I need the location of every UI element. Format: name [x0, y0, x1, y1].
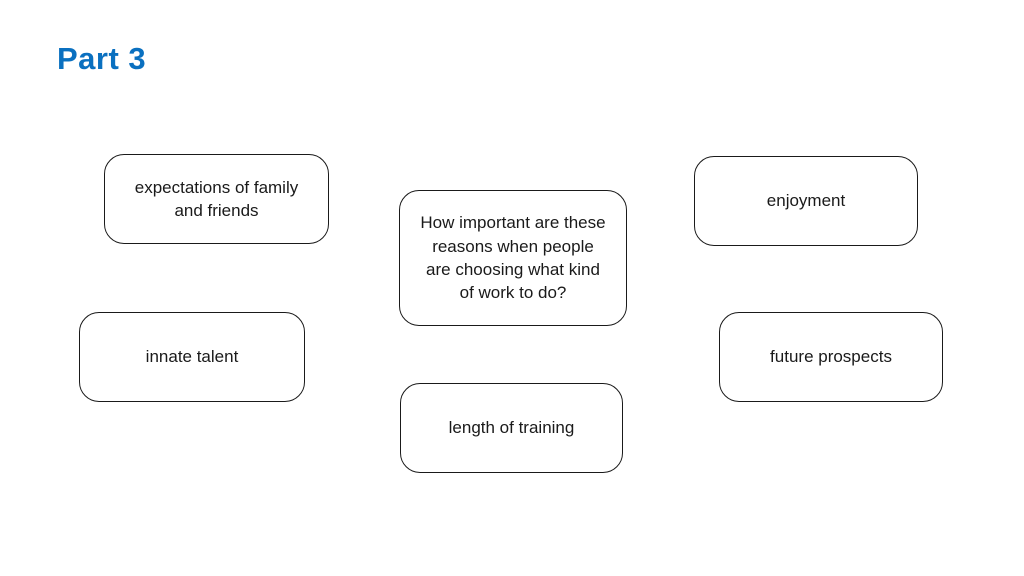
question-box-label: How important are these reasons when peo…: [420, 213, 606, 303]
reason-box-label: innate talent: [145, 347, 239, 367]
reason-box-future-prospects: future prospects: [719, 312, 943, 402]
reason-box-label: length of training: [448, 418, 575, 438]
question-box: How important are these reasons when peo…: [399, 190, 627, 326]
reason-box-innate-talent: innate talent: [79, 312, 305, 402]
reason-box-enjoyment: enjoyment: [694, 156, 918, 246]
slide-title: Part 3: [57, 41, 147, 76]
reason-box-label: future prospects: [770, 347, 892, 367]
reason-box-label: expectations of family and friends: [134, 177, 299, 220]
reason-box-label: enjoyment: [766, 191, 846, 211]
reason-box-expectations-of-family-and-friends: expectations of family and friends: [104, 154, 329, 244]
reason-box-length-of-training: length of training: [400, 383, 623, 473]
